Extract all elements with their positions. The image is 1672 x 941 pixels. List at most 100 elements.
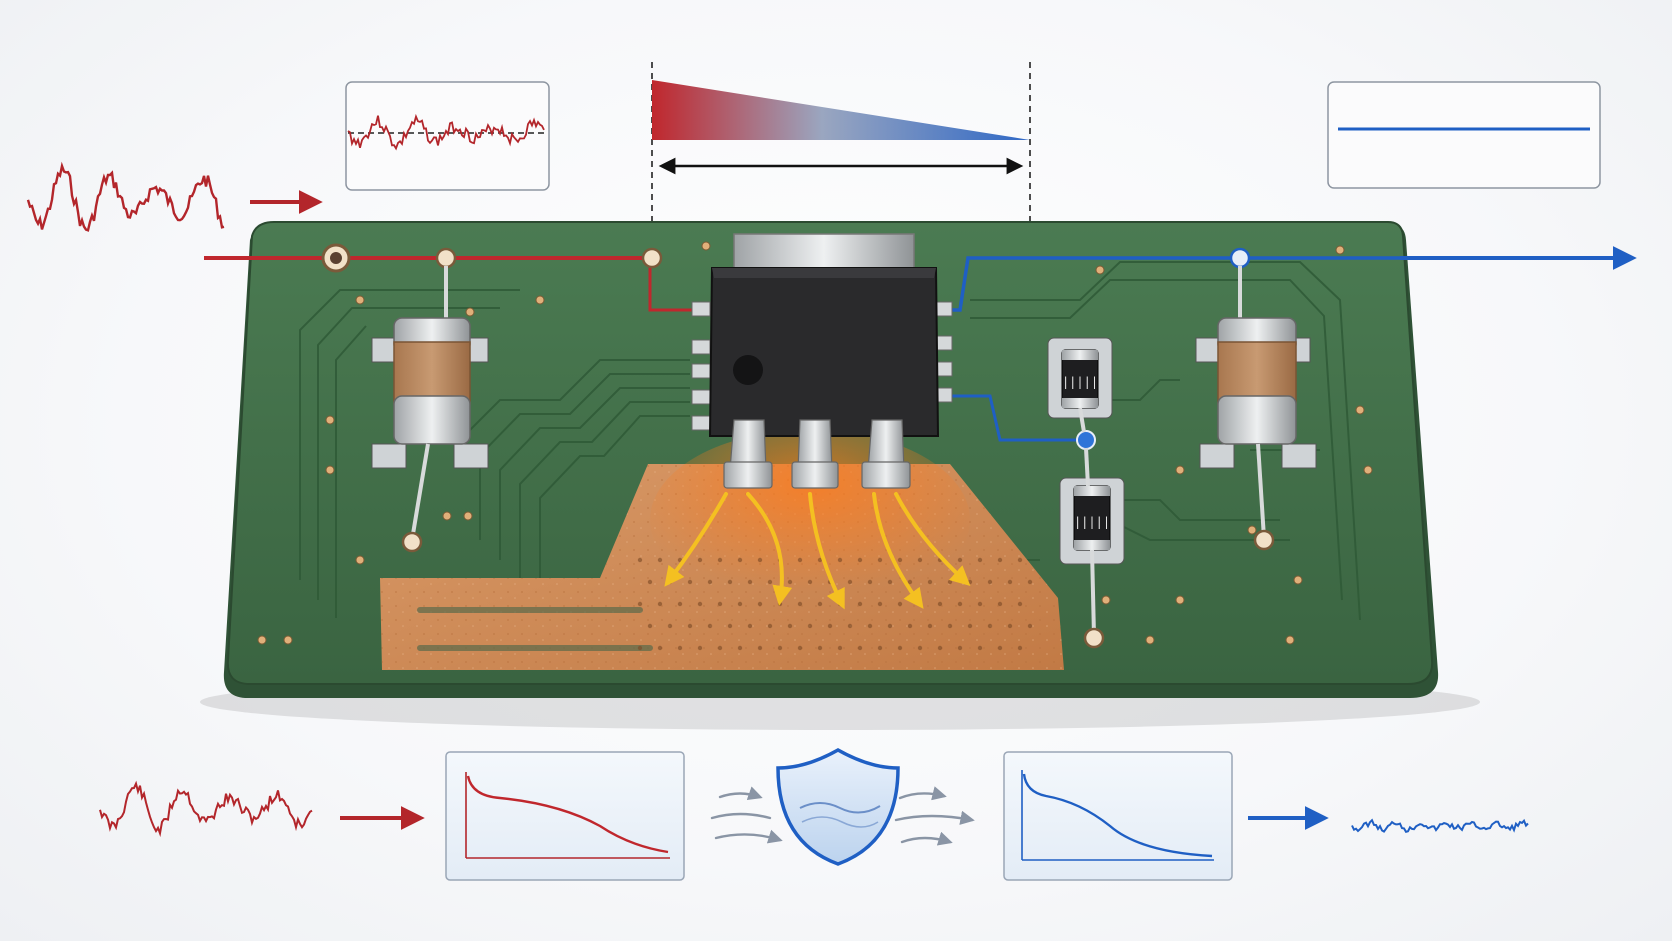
copper-via-dot [967, 579, 973, 585]
copper-via-dot [857, 601, 863, 607]
copper-via-dot [657, 557, 663, 563]
copper-via-dot [697, 645, 703, 651]
copper-via-dot [1007, 579, 1013, 585]
voltage-regulator-chip [691, 233, 953, 489]
copper-via-dot [857, 557, 863, 563]
copper-via-dot [757, 645, 763, 651]
copper-via-dot [727, 579, 733, 585]
copper-via-dot [827, 623, 833, 629]
copper-via-dot [1017, 557, 1023, 563]
copper-via-dot [717, 645, 723, 651]
copper-via-dot [787, 623, 793, 629]
copper-via-dot [747, 579, 753, 585]
copper-via-dot [767, 623, 773, 629]
copper-via-dot [987, 623, 993, 629]
pcb-board: ||||| ||||| [200, 221, 1637, 730]
copper-via-dot [817, 601, 823, 607]
copper-via-dot [657, 645, 663, 651]
copper-via-dot [897, 557, 903, 563]
copper-via-dot [707, 623, 713, 629]
ceramic-capacitor-left [371, 317, 489, 553]
copper-via-dot [737, 557, 743, 563]
copper-via-dot [997, 601, 1003, 607]
copper-via-dot [907, 579, 913, 585]
copper-via-dot [807, 579, 813, 585]
copper-via-dot [777, 645, 783, 651]
copper-via-dot [917, 645, 923, 651]
copper-via-dot [917, 557, 923, 563]
pcb-traces [299, 261, 1361, 621]
copper-via-dot [877, 557, 883, 563]
copper-via-dot [1027, 579, 1033, 585]
copper-via-dot [757, 601, 763, 607]
noisy-input-waveform-bottom [99, 780, 313, 838]
copper-via-dot [797, 601, 803, 607]
copper-via-dot [687, 579, 693, 585]
copper-via-dot [877, 601, 883, 607]
copper-via-dot [1017, 645, 1023, 651]
copper-via-dot [817, 645, 823, 651]
copper-via-dot [677, 601, 683, 607]
copper-via-dot [847, 623, 853, 629]
copper-via-dot [767, 579, 773, 585]
copper-via-dot [777, 601, 783, 607]
copper-via-dot [647, 579, 653, 585]
svg-text:|||||: ||||| [1062, 375, 1098, 389]
noisy-signal-panel [345, 81, 550, 191]
copper-via-dot [657, 601, 663, 607]
heat-flow-arrows [664, 492, 971, 610]
copper-via-dot [877, 645, 883, 651]
copper-via-dot [637, 557, 643, 563]
copper-via-dot [647, 623, 653, 629]
copper-via-dot [727, 623, 733, 629]
copper-via-dot [847, 579, 853, 585]
copper-via-dot [987, 579, 993, 585]
shield-icon [776, 747, 900, 866]
copper-via-dot [687, 623, 693, 629]
copper-via-dot [887, 623, 893, 629]
copper-via-dot [837, 557, 843, 563]
copper-via-dot [1017, 601, 1023, 607]
copper-via-dot [737, 645, 743, 651]
copper-via-dot [887, 579, 893, 585]
copper-via-dot [927, 623, 933, 629]
copper-via-dot [787, 579, 793, 585]
copper-via-dot [817, 557, 823, 563]
copper-via-dot [957, 645, 963, 651]
copper-via-dot [737, 601, 743, 607]
copper-via-dot [867, 579, 873, 585]
copper-via-dot [797, 557, 803, 563]
copper-via-dot [977, 601, 983, 607]
filter-response-curve-blue [1003, 751, 1233, 881]
copper-via-dot [697, 601, 703, 607]
smd-resistor-top: ||||| [1047, 337, 1113, 433]
copper-via-dot [1007, 623, 1013, 629]
copper-via-dot [667, 623, 673, 629]
airflow-arrows-left [710, 786, 783, 844]
thermal-gradient-bar [651, 62, 1031, 238]
copper-via-dot [807, 623, 813, 629]
copper-via-dot [977, 645, 983, 651]
copper-via-dot [677, 645, 683, 651]
noisy-input-waveform [26, 161, 225, 232]
copper-via-dot [637, 645, 643, 651]
copper-via-dot [897, 601, 903, 607]
copper-via-dot [947, 623, 953, 629]
clean-output-panel [1327, 81, 1601, 189]
clean-output-waveform-bottom [1351, 818, 1529, 833]
copper-via-dot [757, 557, 763, 563]
copper-via-dot [697, 557, 703, 563]
copper-via-dot [717, 601, 723, 607]
copper-vias [637, 557, 1033, 651]
svg-text:|||||: ||||| [1074, 515, 1110, 529]
copper-via-dot [637, 601, 643, 607]
filter-response-curve-red [445, 751, 685, 881]
copper-via-dot [1027, 623, 1033, 629]
copper-via-dot [957, 601, 963, 607]
smd-resistor-bottom: ||||| [1059, 447, 1125, 649]
airflow-arrows-right [894, 786, 975, 846]
copper-via-dot [957, 557, 963, 563]
copper-via-dot [977, 557, 983, 563]
copper-via-dot [857, 645, 863, 651]
